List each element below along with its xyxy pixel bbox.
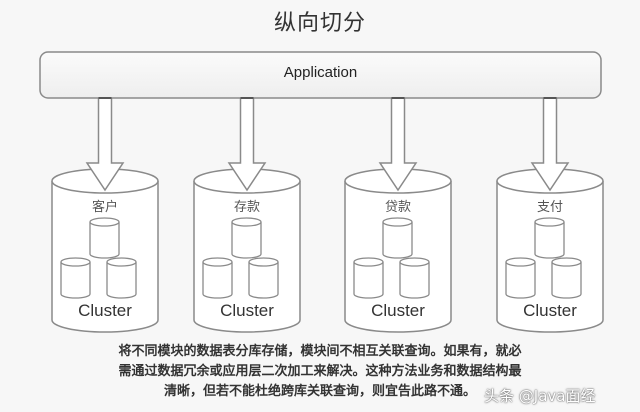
down-arrow-icon [378, 97, 418, 192]
cluster-label: Cluster [523, 301, 577, 320]
node-cylinder-icon [505, 257, 536, 299]
diagram-title: 纵向切分 [273, 11, 366, 36]
database-name: 存款 [233, 200, 260, 215]
node-cylinder-icon [231, 217, 262, 259]
node-cylinder-icon [106, 257, 137, 299]
node-cylinder-icon [399, 257, 430, 299]
node-cylinder-icon [60, 257, 91, 299]
watermark: 头条 @Java面经 [484, 387, 596, 405]
database-name: 贷款 [384, 200, 411, 215]
node-cylinder-icon [534, 217, 565, 259]
cluster-label: Cluster [220, 301, 274, 320]
down-arrow-icon [227, 97, 267, 192]
node-cylinder-icon [248, 257, 279, 299]
database-name: 客户 [91, 200, 118, 215]
cluster-label: Cluster [78, 301, 132, 320]
cluster-label: Cluster [371, 301, 425, 320]
down-arrow-icon [530, 97, 570, 192]
description-line: 将不同模块的数据表分库存储，模块间不相互关联查询。如果有，就必 [118, 344, 522, 359]
database-name: 支付 [536, 200, 563, 215]
application-box [39, 51, 602, 99]
node-cylinder-icon [382, 217, 413, 259]
database-cylinder [193, 168, 301, 333]
description-line: 清晰，但若不能杜绝跨库关联查询，则宜告此路不通。 [163, 384, 476, 399]
application-label: Application [283, 64, 358, 81]
description: 将不同模块的数据表分库存储，模块间不相互关联查询。如果有，就必 需通过数据冗余或… [0, 342, 640, 402]
node-cylinder-icon [89, 217, 120, 259]
node-cylinder-icon [551, 257, 582, 299]
description-line: 需通过数据冗余或应用层二次加工来解决。这种方法业务和数据结构最 [118, 364, 522, 379]
node-cylinder-icon [353, 257, 384, 299]
down-arrow-icon [85, 97, 125, 192]
node-cylinder-icon [202, 257, 233, 299]
